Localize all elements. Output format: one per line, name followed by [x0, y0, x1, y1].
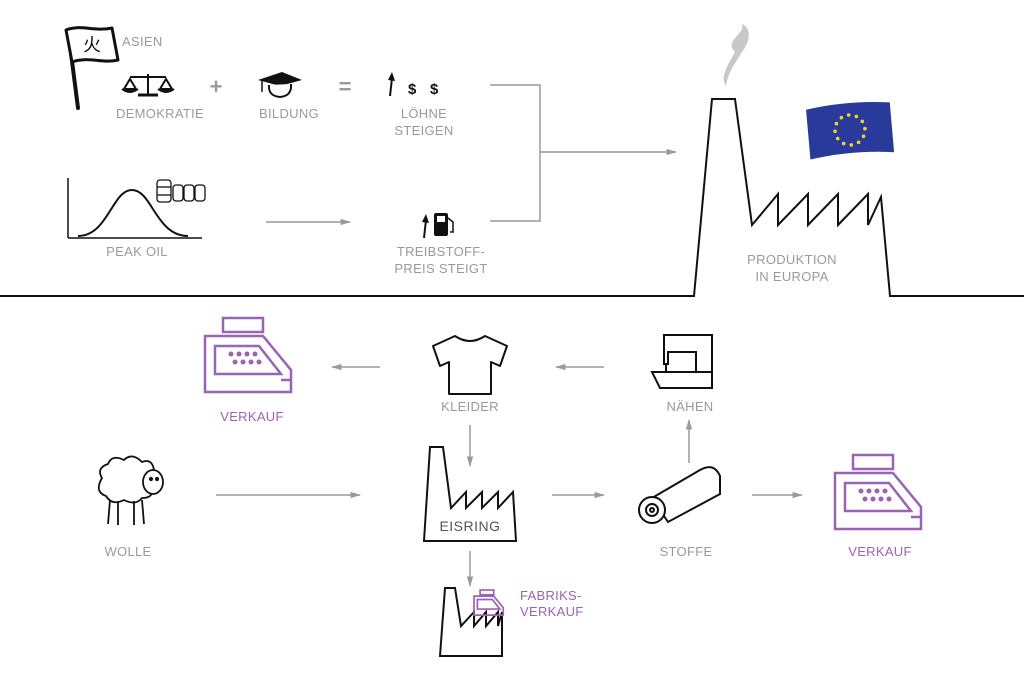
- label-fabriks-line2: VERKAUF: [520, 604, 584, 619]
- eu-star: [846, 113, 851, 117]
- bracket-connector: [490, 84, 541, 222]
- eu-star: [835, 136, 840, 141]
- label-treibstoff-line2: PREIS STEIGT: [394, 261, 487, 276]
- eu-star: [834, 121, 839, 126]
- label-produktion-line2: IN EUROPA: [755, 269, 828, 284]
- rising-dollar-icon: $ $: [388, 72, 439, 98]
- label-treibstoff-line1: TREIBSTOFF-: [397, 244, 485, 259]
- eu-star: [860, 119, 865, 124]
- oil-barrels-icon: [156, 179, 206, 203]
- label-eisring: EISRING: [439, 518, 500, 534]
- dollar-sign-2: $: [430, 81, 439, 98]
- label-loehne-line1: LÖHNE: [401, 106, 447, 121]
- plus-sign: +: [210, 74, 223, 99]
- eu-star: [854, 114, 859, 119]
- label-kleider: KLEIDER: [441, 399, 499, 414]
- factory-skyline: [0, 98, 1024, 297]
- fabric-roll-icon: [638, 466, 721, 524]
- label-peak-oil: PEAK OIL: [106, 244, 168, 259]
- fuel-pump-icon: [422, 213, 454, 239]
- label-verkauf-right: VERKAUF: [848, 544, 912, 559]
- flag-icon: 火: [64, 26, 120, 110]
- eu-star: [839, 115, 844, 120]
- eu-star: [856, 140, 861, 145]
- scale-icon: [121, 74, 175, 97]
- label-fabriks-line1: FABRIKS-: [520, 588, 582, 603]
- sheep-icon: [97, 455, 164, 525]
- eu-flag-icon: [806, 101, 895, 160]
- label-bildung: BILDUNG: [259, 106, 319, 121]
- eu-star: [833, 129, 837, 134]
- cash-register-icon: [473, 589, 505, 617]
- cash-register-icon: [833, 453, 923, 531]
- label-naehen: NÄHEN: [666, 399, 713, 414]
- eu-star: [849, 143, 854, 147]
- eu-star: [841, 141, 846, 146]
- label-loehne-line2: STEIGEN: [394, 123, 453, 138]
- smoke-icon: [723, 24, 749, 86]
- label-demokratie: DEMOKRATIE: [116, 106, 204, 121]
- flag-character: 火: [83, 35, 101, 56]
- sewing-machine-icon: [650, 334, 713, 389]
- graduation-cap-icon: [258, 72, 302, 99]
- tshirt-icon: [432, 335, 508, 395]
- label-asien: ASIEN: [122, 34, 163, 49]
- bell-curve-chart-icon: [67, 178, 202, 239]
- small-factory-icon: [438, 587, 503, 657]
- equals-sign: =: [339, 74, 352, 99]
- eu-star: [863, 126, 867, 131]
- label-produktion-line1: PRODUKTION: [747, 252, 837, 267]
- eu-star: [861, 134, 866, 139]
- label-stoffe: STOFFE: [660, 544, 713, 559]
- cash-register-icon: [203, 316, 293, 394]
- eisring-factory-icon: [422, 446, 518, 542]
- dollar-sign-1: $: [408, 81, 417, 98]
- label-verkauf-left: VERKAUF: [220, 409, 284, 424]
- label-wolle: WOLLE: [104, 544, 151, 559]
